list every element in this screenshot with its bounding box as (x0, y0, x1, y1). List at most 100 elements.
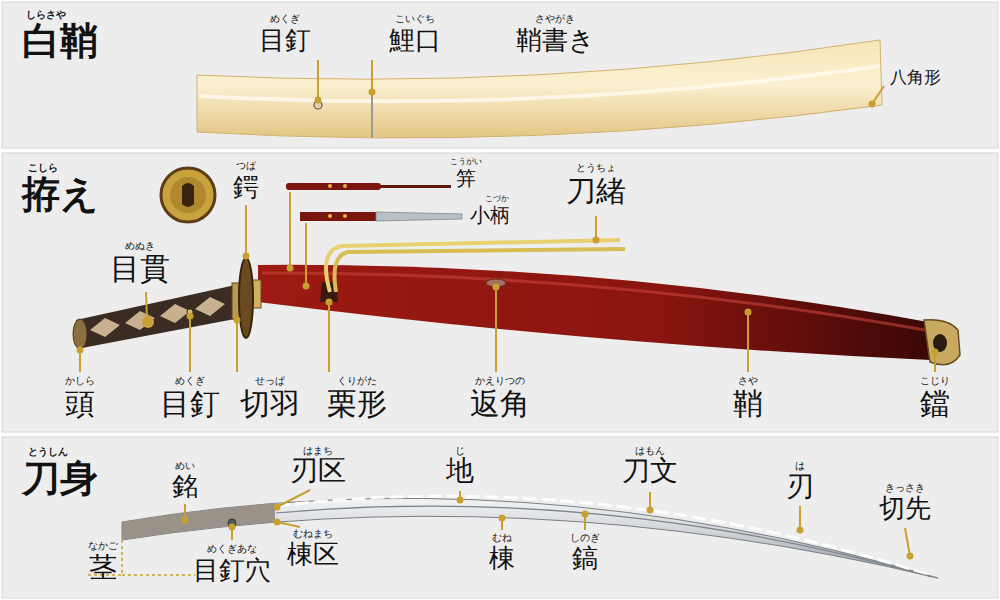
drawing-part (239, 258, 253, 338)
reading-kana: なかご (88, 541, 118, 551)
drawing-part (328, 302, 330, 372)
reading-kana: めい (175, 461, 195, 471)
reading-kana: はもん (635, 446, 665, 456)
part-name: 棟区 (287, 541, 339, 567)
part-name: 小柄 (470, 205, 510, 225)
drawing-part (236, 320, 238, 372)
part-name: 鞘書き (516, 27, 595, 53)
part-name: 目釘 (259, 27, 311, 53)
drawing-part (908, 554, 913, 559)
drawing-part (371, 60, 373, 92)
drawing-part (235, 318, 240, 323)
drawing-part (316, 98, 321, 103)
drawing-part (328, 184, 332, 188)
reading-kana: こうがい (450, 158, 482, 166)
drawing-part (335, 249, 626, 292)
drawing-part (277, 490, 310, 507)
drawing-part (300, 212, 376, 221)
drawing-part (458, 498, 463, 503)
drawing-part (170, 177, 206, 213)
drawing-part (376, 212, 462, 221)
heading-reading: とうしん (28, 447, 68, 457)
drawing-part (2, 153, 998, 432)
reading-kana: めくぎ (270, 14, 300, 24)
part-name: 刃区 (290, 457, 346, 485)
drawing-part (327, 300, 332, 305)
drawing-part (905, 528, 910, 556)
drawing-part (2, 2, 998, 148)
leader-lines (78, 192, 938, 372)
reading-kana: さや (738, 376, 758, 386)
part-name: 切羽 (240, 389, 300, 419)
drawing-part (277, 522, 300, 527)
part-name: 銘 (172, 473, 198, 499)
part-name: 鍔 (233, 174, 259, 200)
drawing-part (244, 254, 249, 259)
part-name: 鯉口 (389, 27, 441, 53)
reading-kana: しのぎ (570, 533, 600, 543)
drawing-part (595, 216, 597, 240)
drawing-part (304, 284, 309, 289)
drawing-part (145, 318, 150, 323)
section-heading: 白鞘 (22, 22, 98, 60)
part-name: 刀文 (622, 457, 678, 485)
drawing-part (317, 60, 319, 100)
drawing-part (73, 319, 87, 349)
part-name: 目釘穴 (193, 557, 271, 583)
drawing-part (933, 350, 938, 355)
part-name: 刃 (786, 473, 814, 501)
section-panel: しらさや白鞘 (2, 2, 998, 148)
drawing-part (648, 508, 653, 513)
drawing-part (161, 168, 215, 222)
drawing-part (924, 320, 960, 365)
part-name: 笄 (456, 168, 476, 188)
koshirae-drawing (73, 168, 960, 365)
drawing-part (230, 525, 235, 530)
part-name: 鐺 (920, 389, 950, 419)
reading-kana: さやがき (535, 14, 575, 24)
reading-kana: きっさき (885, 483, 925, 493)
section-panel: とうしん刀身 (2, 437, 998, 598)
drawing-part (262, 273, 925, 330)
drawing-part (286, 183, 381, 190)
reading-kana: せっぱ (255, 376, 285, 386)
reading-kana: むねまち (293, 529, 333, 539)
drawing-part (799, 506, 801, 530)
drawing-part (258, 265, 930, 360)
drawing-part (90, 297, 225, 337)
reading-kana: はまち (303, 446, 333, 456)
part-name: 茎 (89, 554, 117, 582)
drawing-part (245, 205, 247, 256)
reading-kana: こじり (920, 376, 950, 386)
drawing-part (289, 192, 291, 268)
reading-kana: こづか (485, 195, 509, 203)
reading-kana: めくぎあな (207, 544, 257, 554)
drawing-part (188, 314, 193, 319)
drawing-part (275, 505, 280, 510)
reading-kana: かえりつの (475, 376, 525, 386)
part-name: 切先 (879, 495, 931, 521)
section-heading: 刀身 (22, 459, 98, 497)
drawing-part (189, 316, 191, 372)
drawing-part (381, 185, 451, 188)
drawing-part (343, 214, 347, 218)
drawing-part (197, 40, 882, 138)
heading-reading: こしら (28, 163, 58, 173)
part-name: 鎬 (572, 545, 598, 571)
drawing-part (798, 528, 803, 533)
drawing-part (746, 310, 751, 315)
drawing-part (276, 496, 932, 576)
drawing-part (343, 184, 347, 188)
drawing-part (288, 266, 293, 271)
drawing-part (328, 214, 332, 218)
reading-kana: めくぎ (175, 376, 205, 386)
reading-kana: むね (492, 533, 512, 543)
drawing-part (182, 183, 194, 207)
drawing-part (142, 316, 154, 328)
drawing-part (276, 506, 932, 577)
heading-reading: しらさや (26, 10, 66, 20)
reading-kana: めぬき (125, 241, 155, 251)
shirasaya-drawing (197, 40, 882, 138)
